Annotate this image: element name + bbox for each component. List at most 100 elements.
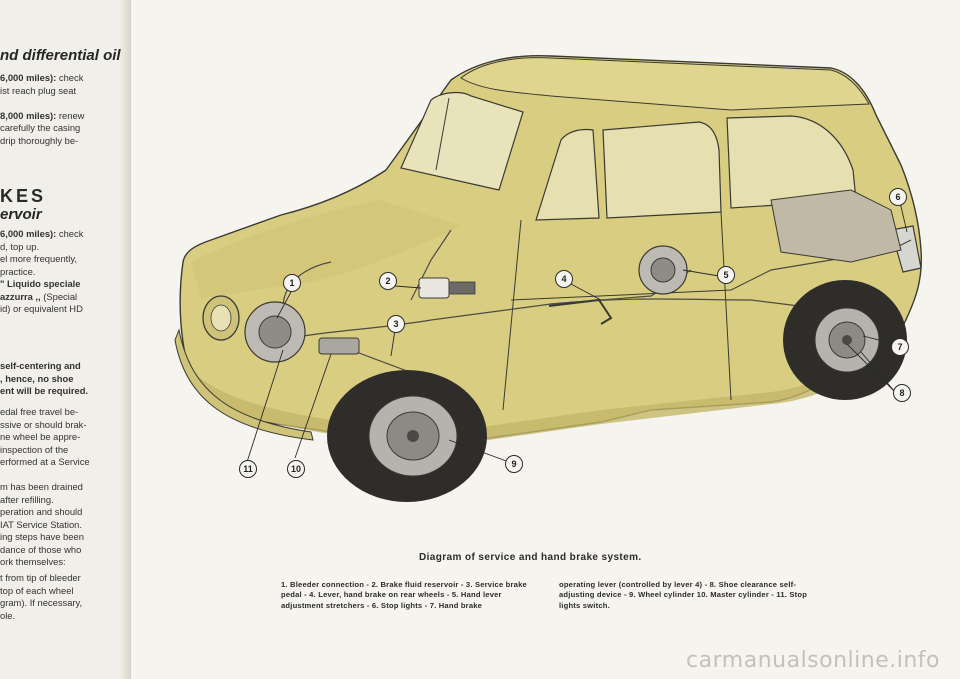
text-line: inspection of the [0,444,128,457]
text-line: IAT Service Station. [0,519,128,532]
text-line: 8,000 miles): renew [0,110,128,123]
text-fragment: el more frequently, [0,253,77,264]
text-line: ne wheel be appre- [0,431,128,444]
hood-shade [191,200,461,298]
bold-fragment: 6,000 miles): [0,228,57,239]
text-fragment: ne wheel be appre- [0,431,81,442]
windshield [400,91,524,191]
callout-5: 5 [717,266,735,284]
front-bumper [174,328,314,441]
text-line: ent will be required. [0,385,128,398]
text-line: erformed at a Service [0,456,128,469]
text-line: drip thoroughly be- [0,135,128,148]
text-fragment: drip thoroughly be- [0,134,79,146]
rear-side-window [726,115,857,209]
text-line: 6,000 miles): check [0,72,128,85]
text-line: peration and should [0,506,128,519]
bold-fragment: 8,000 miles): [0,109,57,121]
text-line: gram). If necessary, [0,597,128,610]
text-fragment: ssive or should brak- [0,418,87,430]
text-line: ork themselves: [0,556,128,569]
text-fragment: peration and should [0,506,83,517]
text-fragment: edal free travel be- [0,406,79,417]
text-fragment: renew [56,109,85,121]
bold-fragment: , hence, no shoe [0,372,74,384]
text-line: practice. [0,266,128,279]
text-line: d, top up. [0,241,128,254]
text-line: self-centering and [0,360,128,373]
text-fragment: ork themselves: [0,556,66,567]
callout-3: 3 [387,315,405,333]
text-fragment: id) or equivalent HD [0,303,83,314]
text-fragment: top of each wheel [0,584,74,596]
text-line: m has been drained [0,481,128,494]
text-line: , hence, no shoe [0,373,128,386]
callout-10: 10 [287,460,305,478]
callout-8: 8 [893,384,911,402]
hand-brake-lever [548,298,613,325]
text-fragment: d, top up. [0,240,40,252]
bold-fragment: azzurra ,, [0,290,41,302]
bold-fragment: 6,000 miles): [0,72,57,83]
door-outline [502,211,732,411]
watermark: carmanualsonline.info [686,648,940,673]
front-left-brake-drum [244,301,306,363]
text-fragment: carefully the casing [0,122,81,133]
text-fragment: check [56,72,84,83]
text-line: " Liquido speciale [0,278,128,291]
text-line [0,97,128,110]
text-fragment: erformed at a Service [0,456,90,467]
callout-2: 2 [379,272,397,290]
callout-1: 1 [283,274,301,292]
text-line: t from tip of bleeder [0,572,128,585]
text-fragment: dance of those who [0,543,82,555]
text-fragment: IAT Service Station. [0,518,82,530]
rear-brake-drum [638,245,688,295]
text-line: el more frequently, [0,253,128,266]
body-lower-shade [189,326,903,444]
engine-block [770,189,902,263]
callout-7: 7 [891,338,909,356]
master-cylinder [318,337,360,355]
text-fragment: ing steps have been [0,531,84,542]
roof-panel [460,57,870,111]
text-fragment: after refilling. [0,493,54,505]
text-line: dance of those who [0,544,128,557]
bold-fragment: " Liquido speciale [0,278,81,289]
callout-6: 6 [889,188,907,206]
heading-reservoir: ervoir [0,206,42,223]
text-fragment: t from tip of bleeder [0,572,81,583]
right-page: 1 2 3 4 5 6 7 8 9 10 11 Diagram of servi… [131,0,960,679]
text-line: ssive or should brak- [0,419,128,432]
caption-legend-col-2: operating lever (controlled by lever 4) … [559,580,808,610]
pedal-paragraph: edal free travel be-ssive or should brak… [0,406,128,469]
text-fragment: inspection of the [0,443,69,455]
text-line: id) or equivalent HD [0,303,128,316]
front-side-window [535,128,600,221]
text-line: ist reach plug seat [0,85,128,98]
text-fragment: (Special [40,290,78,302]
fluid-reservoir [418,277,450,299]
drain-paragraph: m has been drained after refilling.perat… [0,481,128,569]
text-fragment: gram). If necessary, [0,597,83,608]
text-line: ing steps have been [0,531,128,544]
text-fragment: ist reach plug seat [0,84,77,96]
car-brake-diagram [174,55,923,502]
bold-fragment: ent will be required. [0,385,89,396]
leader-lines [246,197,908,463]
text-line: 6,000 miles): check [0,228,128,241]
heading-brakes: KES [0,186,47,206]
caption-legend-col-1: 1. Bleeder connection - 2. Brake fluid r… [281,580,527,610]
text-line: top of each wheel [0,585,128,598]
text-fragment: check [56,228,84,239]
text-line: after refilling. [0,494,128,507]
middle-side-window [602,121,722,219]
text-line: azzurra ,, (Special [0,291,128,304]
text-line: ole. [0,610,128,623]
text-fragment: practice. [0,265,36,277]
